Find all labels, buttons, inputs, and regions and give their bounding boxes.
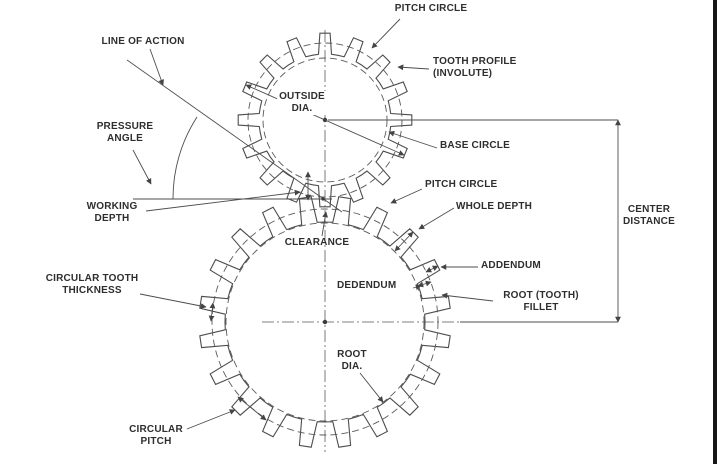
leader-tooth-profile bbox=[397, 64, 430, 71]
scan-edge-artifact bbox=[713, 0, 717, 464]
circular-pitch-arrow bbox=[237, 396, 267, 421]
label-outside-dia: OUTSIDE DIA. bbox=[277, 91, 327, 115]
label-line-of-action: LINE OF ACTION bbox=[101, 36, 185, 47]
label-working-depth: WORKING DEPTH bbox=[86, 201, 138, 224]
leader-circular-tooth-thickness bbox=[139, 293, 207, 309]
label-clearance: CLEARANCE bbox=[284, 237, 350, 248]
leader-circular-pitch bbox=[186, 409, 236, 430]
leader-pressure-angle bbox=[132, 149, 152, 185]
line-of-action-construction bbox=[126, 59, 343, 213]
outside-diameter-arrow bbox=[245, 84, 405, 156]
whole-depth-arrow bbox=[394, 231, 414, 252]
label-pressure-angle: PRESSURE ANGLE bbox=[96, 121, 154, 144]
lower-center-dot bbox=[322, 319, 328, 325]
label-base-circle: BASE CIRCLE bbox=[440, 140, 510, 151]
leader-root-dia bbox=[359, 372, 384, 403]
leader-line-of-action bbox=[149, 48, 164, 86]
lower-root-circle bbox=[225, 222, 425, 422]
label-root-fillet: ROOT (TOOTH) FILLET bbox=[503, 290, 579, 313]
label-circular-tooth-thickness: CIRCULAR TOOTH THICKNESS bbox=[45, 273, 139, 296]
leader-base-circle bbox=[388, 130, 438, 149]
leader-clearance bbox=[321, 211, 329, 237]
label-whole-depth: WHOLE DEPTH bbox=[456, 201, 533, 212]
leader-pitch-circle-top bbox=[371, 18, 401, 49]
label-root-dia: ROOT DIA. bbox=[337, 349, 367, 372]
pressure-angle-arc bbox=[172, 116, 198, 200]
lower-gear bbox=[199, 196, 451, 448]
line-of-action-line bbox=[126, 59, 343, 213]
label-tooth-profile: TOOTH PROFILE (INVOLUTE) bbox=[433, 56, 517, 79]
lower-gear-outline bbox=[199, 196, 451, 448]
lower-pitch-circle bbox=[211, 208, 439, 436]
leader-working-depth bbox=[145, 189, 301, 212]
label-circular-pitch: CIRCULAR PITCH bbox=[129, 424, 183, 447]
leader-whole-depth bbox=[418, 207, 455, 230]
label-pitch-circle-lower: PITCH CIRCLE bbox=[425, 179, 498, 190]
label-dedendum: DEDENDUM bbox=[337, 280, 397, 291]
label-addendum: ADDENDUM bbox=[481, 260, 541, 271]
leader-pitch-circle-lower bbox=[390, 188, 423, 204]
label-center-distance: CENTER DISTANCE bbox=[623, 204, 675, 227]
leader-root-fillet bbox=[441, 292, 494, 302]
pitch-point-dot bbox=[321, 197, 325, 201]
dedendum-arrow bbox=[417, 280, 432, 288]
label-pitch-circle-top: PITCH CIRCLE bbox=[394, 3, 468, 14]
circular-tooth-thickness-arrow bbox=[208, 302, 216, 322]
measurement-arrows bbox=[208, 84, 439, 421]
addendum-arrow bbox=[425, 265, 439, 273]
